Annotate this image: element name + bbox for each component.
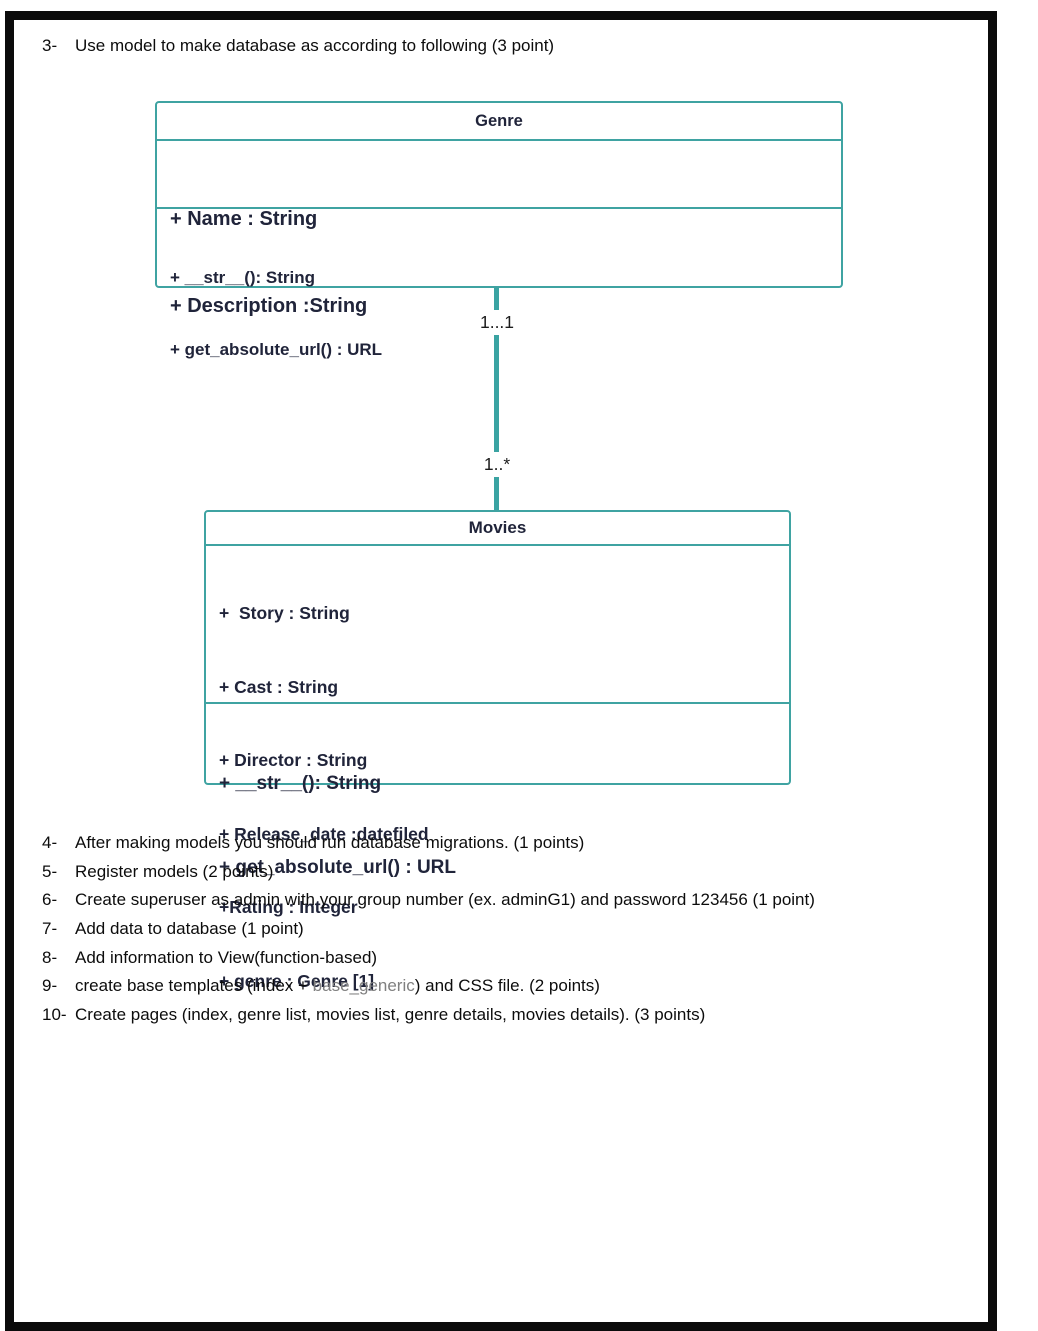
genre-attribute: + Description :String: [170, 295, 368, 317]
genre-method: + get_absolute_url() : URL: [170, 340, 383, 359]
instruction-text: Use model to make database as according …: [75, 36, 555, 55]
instruction-text: Create superuser as admin with your grou…: [75, 890, 815, 910]
instruction-item-10: 10- Create pages (index, genre list, mov…: [42, 1005, 992, 1025]
instruction-text-segment: create base templates (index +: [75, 976, 313, 996]
instruction-text-segment: ) and CSS file. (2 points): [414, 976, 600, 996]
instruction-text: Register models (2 points): [75, 861, 274, 881]
instruction-text: create base templates (index + base_gene…: [75, 976, 600, 996]
movies-attribute: + Story : String: [219, 603, 350, 623]
instruction-list: 4- After making models you should run da…: [42, 833, 992, 1034]
list-number: 9-: [42, 976, 58, 996]
list-number: 4-: [42, 833, 58, 852]
instruction-item-5: 5- Register models (2 points): [42, 862, 992, 882]
movies-attribute: + Director : String: [219, 750, 368, 770]
uml-class-genre: Genre + Name : String + Description :Str…: [155, 101, 843, 359]
movies-class-title: Movies: [206, 512, 789, 546]
association-line: [494, 288, 499, 510]
list-number: 6-: [42, 890, 58, 910]
multiplicity-lower: 1..*: [477, 452, 517, 477]
list-number: 7-: [42, 919, 58, 939]
movies-attributes-section: + Story : String + Cast : String + Direc…: [206, 546, 789, 991]
instruction-text-muted-segment: base_generic: [312, 976, 415, 996]
list-number: 8-: [42, 947, 58, 967]
movies-attribute: + Cast : String: [219, 676, 339, 697]
list-number: 10-: [42, 1005, 67, 1025]
genre-attributes-section: + Name : String + Description :String: [157, 141, 841, 317]
movies-method: + get_absolute_url() : URL: [219, 857, 456, 878]
genre-methods-section: + __str__(): String + get_absolute_url()…: [157, 209, 841, 410]
movies-attribute: +Rating : Integer: [219, 897, 358, 917]
multiplicity-upper: 1...1: [473, 310, 521, 335]
instruction-item-4: 4- After making models you should run da…: [42, 833, 992, 853]
movies-method: + __str__(): String: [219, 773, 382, 794]
instruction-text: Add information to View(function-based): [75, 947, 378, 967]
genre-class-title: Genre: [157, 103, 841, 141]
movies-methods-section: + __str__(): String + get_absolute_url()…: [206, 704, 789, 938]
genre-method: + __str__(): String: [170, 268, 316, 287]
list-number: 5-: [42, 861, 58, 881]
movies-attribute: + genre : Genre [1]: [219, 970, 375, 991]
instruction-text: Create pages (index, genre list, movies …: [75, 1005, 706, 1025]
instruction-text: Add data to database (1 point): [75, 919, 304, 939]
movies-attribute: + Release_date :datefiled: [219, 823, 429, 844]
instruction-item-6: 6- Create superuser as admin with your g…: [42, 890, 992, 910]
genre-attribute: + Name : String: [170, 208, 318, 230]
instruction-item-8: 8- Add information to View(function-base…: [42, 948, 992, 968]
instruction-item-7: 7- Add data to database (1 point): [42, 919, 992, 939]
list-number: 3-: [42, 36, 58, 55]
uml-class-movies: Movies + Story : String + Cast : String …: [204, 510, 791, 991]
instruction-item-9: 9- create base templates (index + base_g…: [42, 976, 992, 996]
instruction-text: After making models you should run datab…: [75, 833, 585, 852]
instruction-item-3: 3- Use model to make database as accordi…: [42, 36, 554, 56]
